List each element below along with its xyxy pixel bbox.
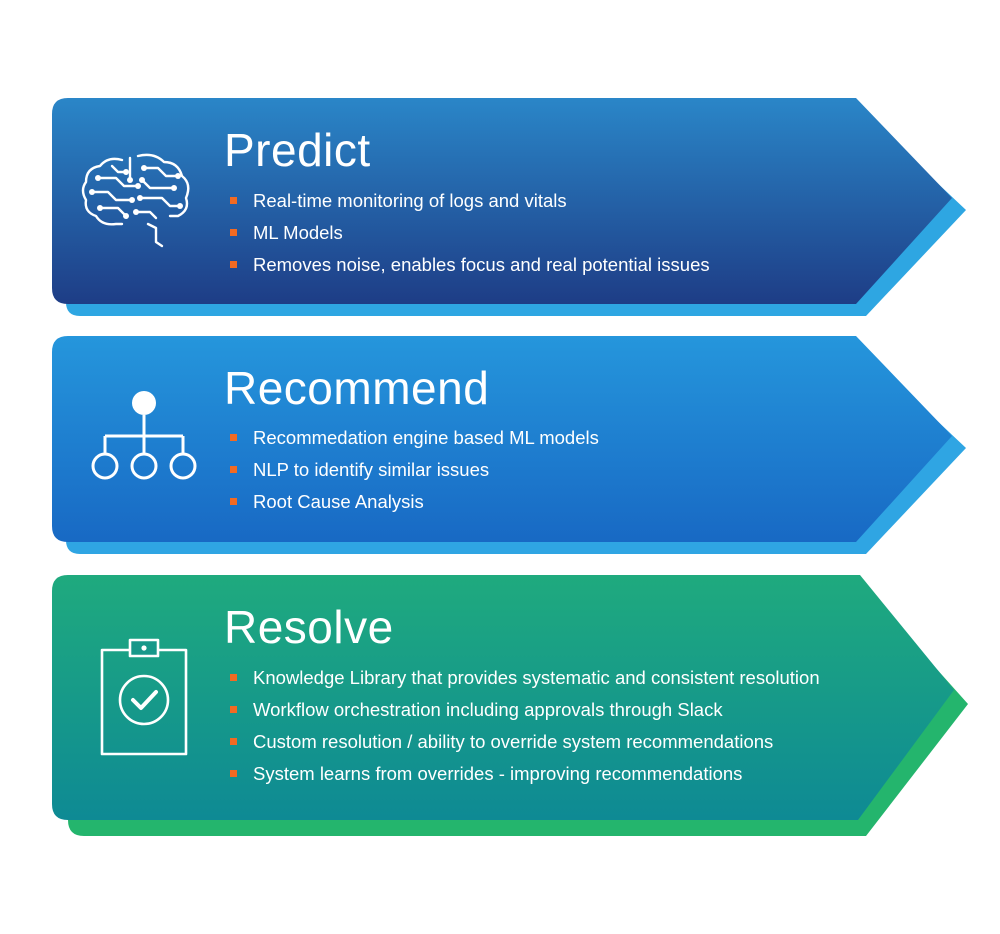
predict-bullet-list: Real-time monitoring of logs and vitals …: [228, 185, 710, 281]
predict-arrow: [52, 98, 952, 304]
list-item: ML Models: [228, 217, 710, 249]
bullet-square-icon: [230, 229, 237, 236]
recommend-arrow: [52, 336, 952, 542]
resolve-bullet-list: Knowledge Library that provides systemat…: [228, 662, 820, 790]
list-item: Recommedation engine based ML models: [228, 422, 599, 454]
list-item: Removes noise, enables focus and real po…: [228, 249, 710, 281]
recommend-bullet-list: Recommedation engine based ML models NLP…: [228, 422, 599, 518]
bullet-square-icon: [230, 197, 237, 204]
clipboard-check-icon: [100, 638, 188, 756]
bullet-square-icon: [230, 466, 237, 473]
bullet-square-icon: [230, 498, 237, 505]
list-item: NLP to identify similar issues: [228, 454, 599, 486]
list-item: System learns from overrides - improving…: [228, 758, 820, 790]
list-item: Knowledge Library that provides systemat…: [228, 662, 820, 694]
bullet-square-icon: [230, 770, 237, 777]
recommend-title: Recommend: [224, 362, 490, 414]
bullet-square-icon: [230, 434, 237, 441]
bullet-square-icon: [230, 738, 237, 745]
brain-circuit-icon: [81, 153, 190, 248]
bullet-square-icon: [230, 674, 237, 681]
list-item: Root Cause Analysis: [228, 486, 599, 518]
list-item: Workflow orchestration including approva…: [228, 694, 820, 726]
list-item: Custom resolution / ability to override …: [228, 726, 820, 758]
list-item: Real-time monitoring of logs and vitals: [228, 185, 710, 217]
bullet-square-icon: [230, 261, 237, 268]
resolve-arrow: [52, 575, 954, 820]
resolve-title: Resolve: [224, 601, 394, 653]
bullet-square-icon: [230, 706, 237, 713]
predict-title: Predict: [224, 124, 371, 176]
hierarchy-tree-icon: [91, 391, 197, 480]
